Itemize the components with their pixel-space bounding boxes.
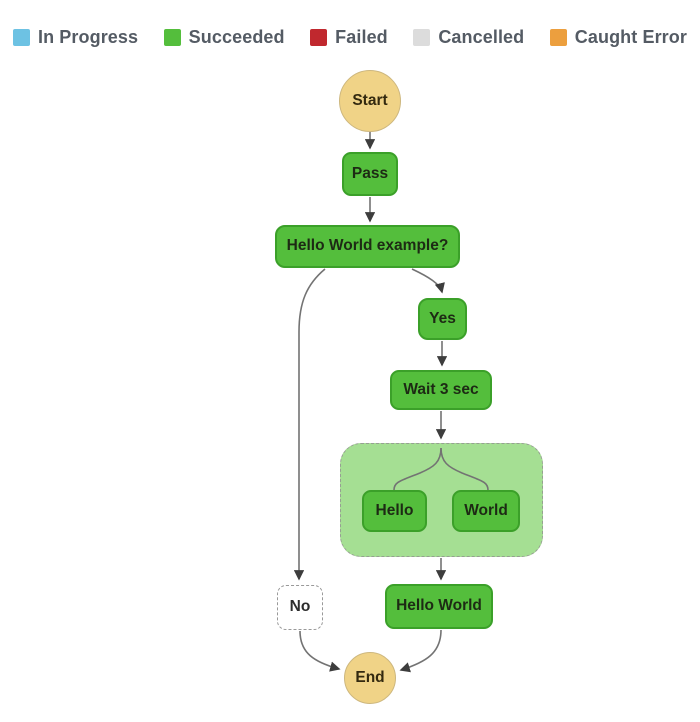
node-world[interactable]: World (452, 490, 520, 532)
legend-item-caught-error: Caught Error (549, 26, 687, 48)
node-wait-3-sec[interactable]: Wait 3 sec (390, 370, 492, 410)
node-choice-hello-world-example[interactable]: Hello World example? (275, 225, 460, 268)
edge-no-end (299, 630, 341, 672)
failed-swatch-icon (310, 28, 328, 46)
node-end-label: End (355, 668, 385, 686)
legend-item-in-progress: In Progress (13, 27, 138, 48)
status-legend: In Progress Succeeded Failed Cancelled C… (13, 27, 687, 47)
in-progress-swatch-icon (13, 28, 30, 46)
node-hello-world-label: Hello World (396, 597, 482, 615)
caught-error-swatch-icon (549, 28, 567, 46)
edge-choice-no (293, 268, 326, 581)
edge-choice-yes (411, 268, 445, 294)
legend-label: Cancelled (438, 26, 525, 47)
node-start[interactable]: Start (339, 70, 401, 132)
legend-item-succeeded: Succeeded (163, 26, 285, 48)
node-choice-label: Hello World example? (286, 237, 449, 255)
node-yes-label: Yes (429, 309, 456, 327)
node-end[interactable]: End (344, 652, 396, 704)
legend-label: Succeeded (188, 26, 285, 47)
legend-label: In Progress (38, 26, 139, 47)
succeeded-swatch-icon (163, 28, 181, 46)
node-hello-label: Hello (375, 501, 414, 519)
edge-helloworld-end (399, 629, 442, 673)
node-no[interactable]: No (277, 585, 323, 630)
node-no-label: No (289, 598, 311, 616)
node-start-label: Start (352, 91, 388, 109)
legend-item-failed: Failed (310, 27, 388, 48)
node-world-label: World (464, 501, 508, 519)
cancelled-swatch-icon (413, 28, 431, 46)
node-pass[interactable]: Pass (342, 152, 398, 196)
node-hello[interactable]: Hello (362, 490, 427, 532)
node-yes[interactable]: Yes (418, 298, 467, 340)
legend-item-cancelled: Cancelled (413, 27, 524, 48)
node-pass-label: Pass (351, 164, 389, 182)
node-wait-label: Wait 3 sec (403, 380, 479, 398)
legend-label: Failed (335, 26, 388, 47)
legend-label: Caught Error (574, 26, 687, 47)
node-hello-world[interactable]: Hello World (385, 584, 493, 629)
